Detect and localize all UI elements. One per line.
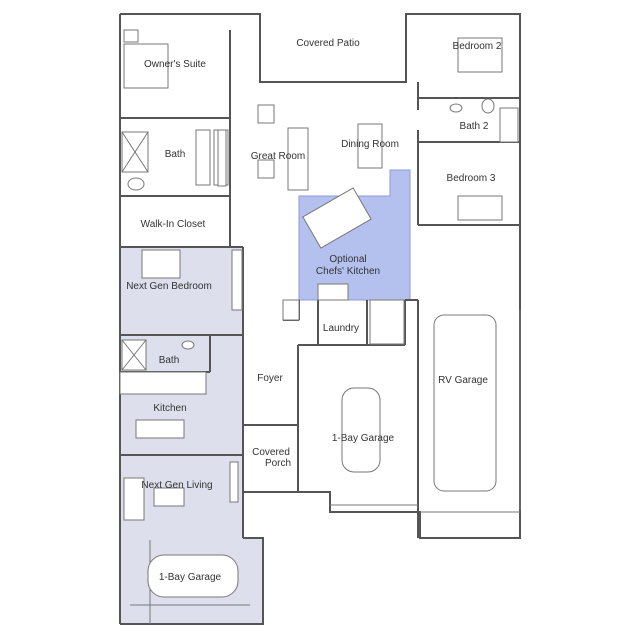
chefs-island bbox=[302, 187, 372, 249]
owners-bed bbox=[123, 43, 169, 89]
laundry-counter bbox=[369, 299, 405, 345]
label-optional-chefs-kitchen-1: Optional bbox=[329, 254, 366, 265]
dining-table bbox=[357, 123, 383, 169]
label-foyer: Foyer bbox=[257, 373, 283, 384]
car-2 bbox=[147, 554, 239, 598]
next-gen-counter bbox=[119, 371, 207, 395]
label-great-room: Great Room bbox=[251, 151, 305, 162]
label-walk-in-closet: Walk-In Closet bbox=[141, 219, 206, 230]
bath-2-sink bbox=[449, 103, 463, 113]
rv-vehicle bbox=[433, 314, 497, 492]
room-labels: Covered Patio Owner's Suite Bedroom 2 Ba… bbox=[126, 38, 502, 583]
next-gen-tv bbox=[229, 461, 239, 503]
car-1 bbox=[341, 387, 381, 473]
label-next-gen-bedroom: Next Gen Bedroom bbox=[126, 281, 212, 292]
label-covered-patio: Covered Patio bbox=[296, 38, 360, 49]
great-room-chair-1 bbox=[257, 104, 275, 124]
next-gen-sofa bbox=[123, 477, 145, 521]
label-one-bay-garage-next-gen: 1-Bay Garage bbox=[159, 572, 222, 583]
label-bedroom-2: Bedroom 2 bbox=[453, 41, 502, 52]
next-gen-sink bbox=[181, 340, 195, 350]
owners-nightstand bbox=[123, 29, 139, 43]
label-one-bay-garage-main: 1-Bay Garage bbox=[332, 433, 395, 444]
next-gen-island bbox=[135, 419, 185, 439]
bath-2-tub bbox=[499, 107, 519, 143]
label-bedroom-3: Bedroom 3 bbox=[447, 173, 496, 184]
label-rv-garage: RV Garage bbox=[438, 375, 488, 386]
label-optional-chefs-kitchen-2: Chefs' Kitchen bbox=[316, 266, 380, 277]
next-gen-closet bbox=[231, 249, 243, 311]
cooktop bbox=[317, 283, 349, 301]
bath-2-toilet bbox=[481, 98, 495, 114]
label-covered-porch-2: Porch bbox=[265, 458, 291, 469]
next-gen-coffee-table bbox=[153, 487, 185, 507]
laundry-door bbox=[282, 299, 300, 321]
owners-toilet bbox=[127, 177, 145, 191]
fixtures bbox=[119, 29, 519, 598]
bedroom-3-bed bbox=[457, 195, 503, 221]
label-laundry: Laundry bbox=[323, 323, 359, 334]
great-room-tv bbox=[217, 129, 227, 187]
great-room-chair-2 bbox=[257, 159, 275, 179]
next-gen-bed bbox=[141, 249, 181, 279]
great-room-sofa bbox=[287, 127, 309, 191]
owners-vanity bbox=[195, 129, 211, 186]
bedroom-2-bed bbox=[457, 37, 503, 73]
label-dining-room: Dining Room bbox=[341, 139, 399, 150]
label-next-gen-living: Next Gen Living bbox=[141, 480, 212, 491]
label-bath-owner: Bath bbox=[165, 149, 186, 160]
label-covered-porch-1: Covered bbox=[252, 447, 290, 458]
label-bath-2: Bath 2 bbox=[460, 121, 489, 132]
label-kitchen: Kitchen bbox=[153, 403, 186, 414]
label-owners-suite: Owner's Suite bbox=[144, 59, 206, 70]
label-bath-next-gen: Bath bbox=[159, 355, 180, 366]
